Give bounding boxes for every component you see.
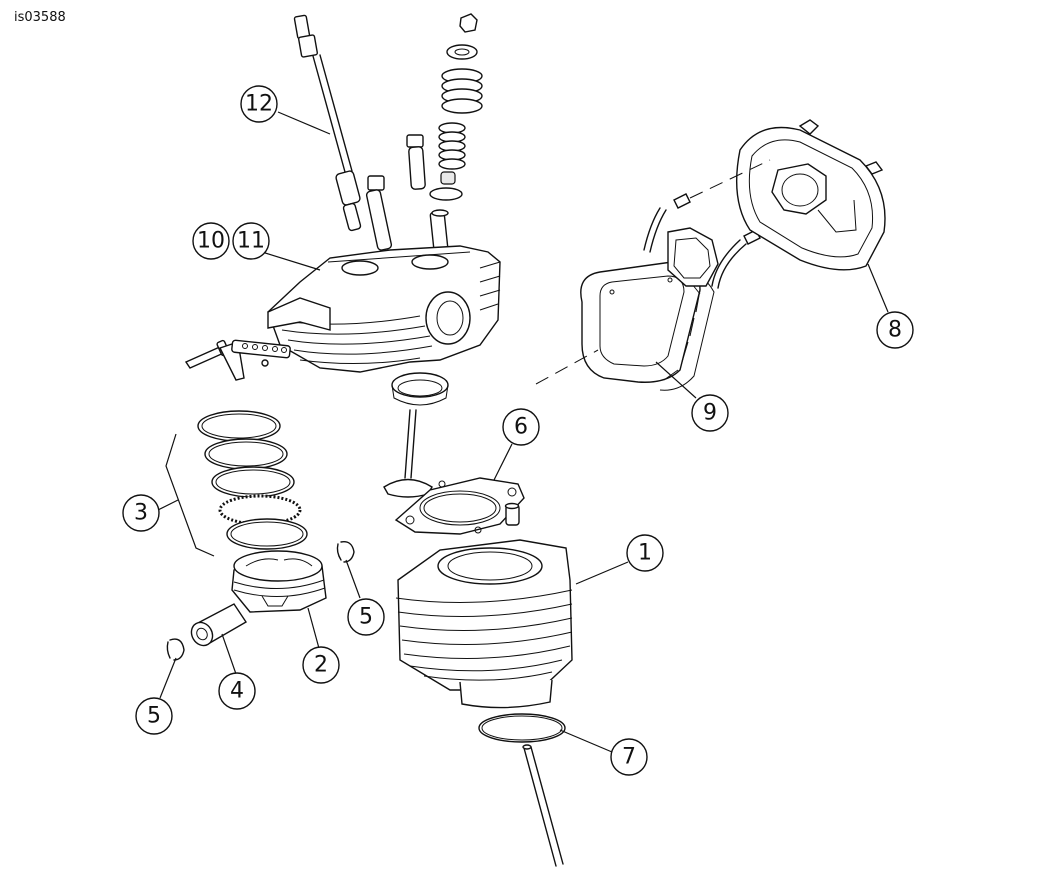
part-3-piston-rings xyxy=(197,410,308,550)
callout-label: 3 xyxy=(134,501,148,526)
callout-label: 11 xyxy=(237,229,265,254)
part-8-backplate xyxy=(643,119,886,289)
callout-label: 6 xyxy=(514,415,528,440)
bracket-3 xyxy=(165,433,215,557)
part-5-circlips xyxy=(166,541,355,661)
callout-11: 11 xyxy=(232,222,270,260)
exhaust-gasket-ring xyxy=(391,372,449,406)
callout-4: 4 xyxy=(218,672,256,710)
callout-12: 12 xyxy=(240,85,278,123)
part-1-cylinder xyxy=(395,539,573,709)
callout-3: 3 xyxy=(122,494,160,532)
callout-label: 5 xyxy=(359,605,373,630)
callout-10: 10 xyxy=(192,222,230,260)
callout-label: 1 xyxy=(638,541,652,566)
part-10-11-cylinder-head xyxy=(267,245,501,373)
part-2-piston xyxy=(231,550,327,613)
callout-7: 7 xyxy=(610,738,648,776)
part-6-head-gasket xyxy=(394,477,525,535)
callout-label: 2 xyxy=(314,653,328,678)
part-4-piston-pin xyxy=(190,603,247,647)
callout-label: 5 xyxy=(147,704,161,729)
callout-9: 9 xyxy=(691,394,729,432)
callout-5-right: 5 xyxy=(347,598,385,636)
valve xyxy=(383,409,433,498)
callout-label: 12 xyxy=(245,92,273,117)
part-12-sensor-rod xyxy=(293,14,362,232)
callout-2: 2 xyxy=(302,646,340,684)
callout-6: 6 xyxy=(502,408,540,446)
callout-label: 8 xyxy=(888,318,902,343)
figure-id: is03588 xyxy=(14,10,66,25)
callout-label: 10 xyxy=(197,229,225,254)
callout-1: 1 xyxy=(626,534,664,572)
alignment-dash-lines xyxy=(535,159,771,385)
part-7-o-ring-and-stud xyxy=(478,713,566,867)
callout-5-left: 5 xyxy=(135,697,173,735)
valve-train-parts xyxy=(365,13,483,252)
callout-8: 8 xyxy=(876,311,914,349)
callout-label: 4 xyxy=(230,679,244,704)
head-small-hardware xyxy=(184,339,291,381)
callout-label: 7 xyxy=(622,745,636,770)
callout-label: 9 xyxy=(703,401,717,426)
leader-lines xyxy=(157,111,889,753)
